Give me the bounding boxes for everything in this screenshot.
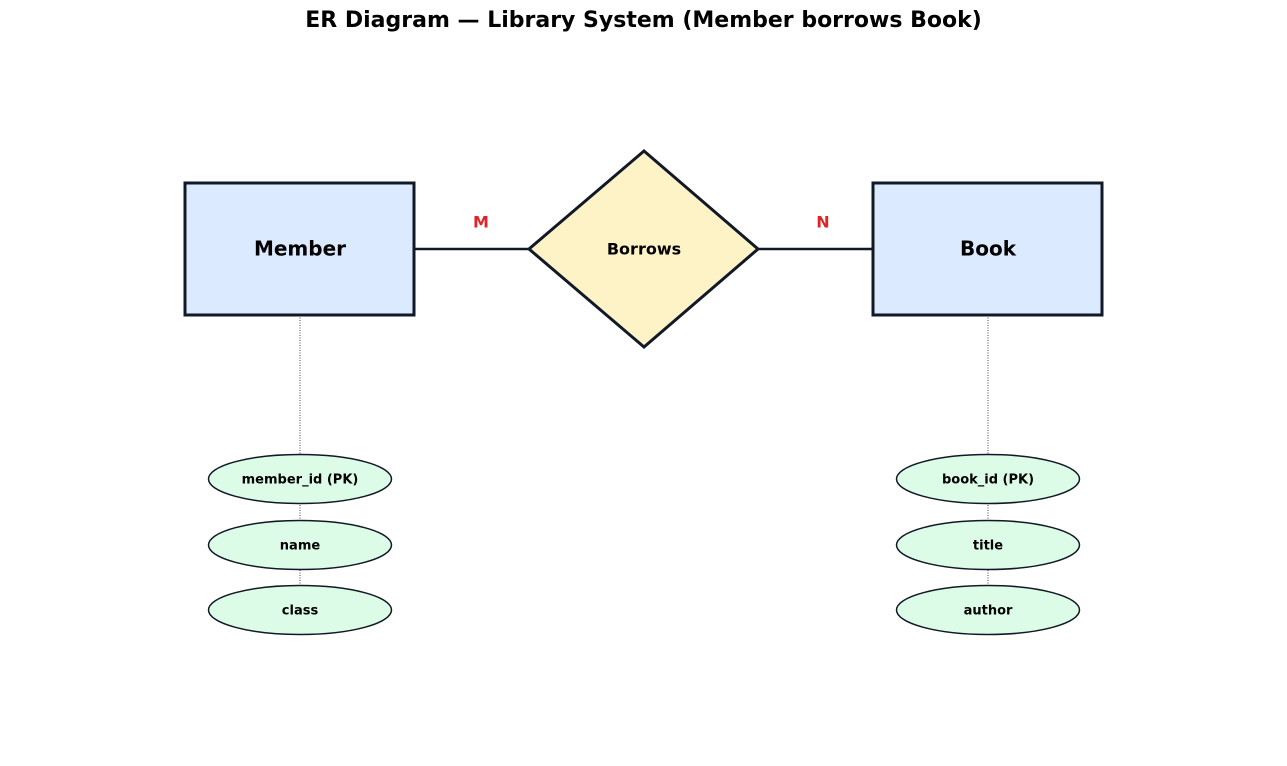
entity-book-label: Book <box>960 237 1017 261</box>
attribute-book-title: title <box>895 519 1081 571</box>
attribute-ellipse <box>895 453 1081 505</box>
cardinality-right: N <box>816 213 829 232</box>
attribute-ellipse <box>207 519 393 571</box>
attribute-member-id: member_id (PK) <box>207 453 393 505</box>
attribute-member-class: class <box>207 584 393 636</box>
entity-member-label: Member <box>254 237 346 261</box>
entity-book: Book <box>871 181 1104 317</box>
attribute-ellipse <box>895 519 1081 571</box>
relationship-borrows-label: Borrows <box>607 240 681 259</box>
attribute-label: author <box>964 604 1013 619</box>
attribute-ellipse <box>207 584 393 636</box>
entity-member-box <box>183 181 416 317</box>
relationship-borrows-diamond <box>526 149 761 349</box>
entity-book-box <box>871 181 1104 317</box>
relationship-borrows: Borrows <box>526 149 761 349</box>
attribute-label: member_id (PK) <box>242 473 359 488</box>
attribute-ellipse <box>895 584 1081 636</box>
entity-member: Member <box>183 181 416 317</box>
attribute-label: title <box>973 539 1003 554</box>
attribute-book-id: book_id (PK) <box>895 453 1081 505</box>
attribute-label: class <box>282 604 319 619</box>
attribute-member-name: name <box>207 519 393 571</box>
attribute-ellipse <box>207 453 393 505</box>
attribute-label: name <box>280 539 321 554</box>
diagram-title: ER Diagram — Library System (Member borr… <box>305 8 982 33</box>
attribute-label: book_id (PK) <box>942 473 1034 488</box>
attribute-book-author: author <box>895 584 1081 636</box>
cardinality-left: M <box>473 213 489 232</box>
